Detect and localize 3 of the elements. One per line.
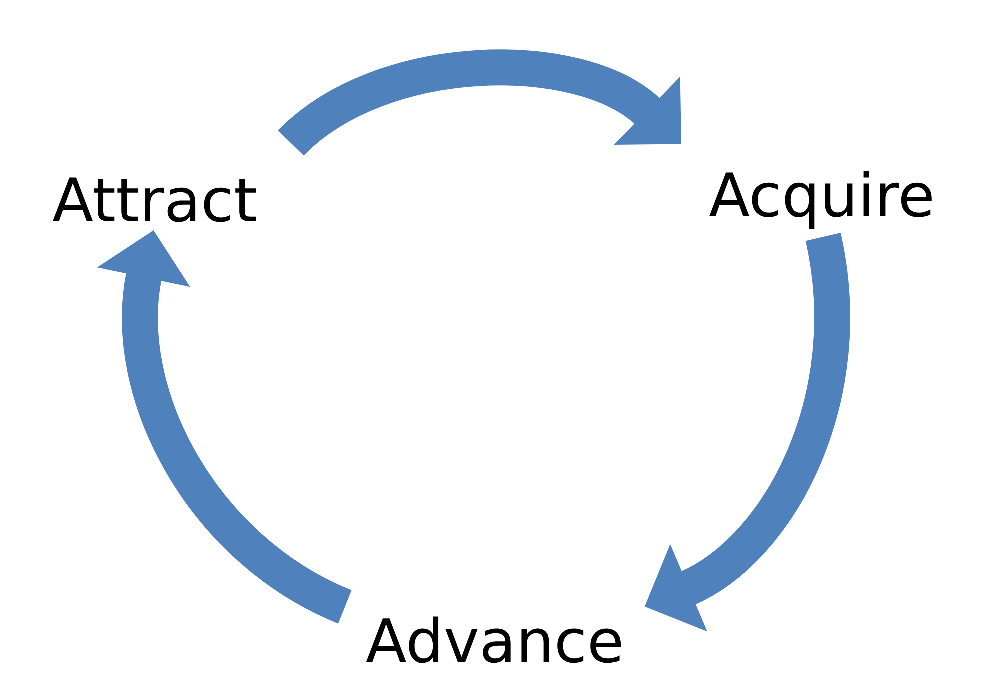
node-label: Attract xyxy=(52,178,256,222)
node-label: Acquire xyxy=(709,170,932,230)
node-label: Advance xyxy=(366,616,622,664)
